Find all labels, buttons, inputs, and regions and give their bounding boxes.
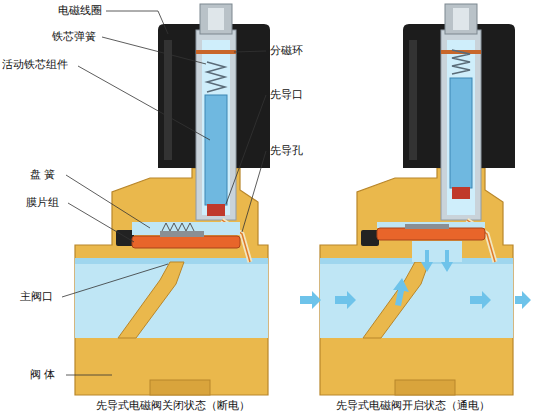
part-label: 膜片组 bbox=[26, 196, 59, 209]
part-label: 盘 簧 bbox=[30, 168, 56, 181]
part-label: 先导口 bbox=[270, 88, 303, 101]
part-label: 阀 体 bbox=[30, 368, 56, 381]
caption: 先导式电磁阀关闭状态（断电） bbox=[96, 399, 250, 412]
part-label: 电磁线圈 bbox=[58, 4, 102, 17]
caption: 先导式电磁阀开启状态（通电） bbox=[336, 399, 490, 412]
part-label: 铁芯弹簧 bbox=[52, 30, 96, 43]
part-label: 主阀口 bbox=[20, 290, 53, 303]
part-label: 先导孔 bbox=[270, 144, 303, 157]
part-label: 活动铁芯组件 bbox=[2, 58, 68, 71]
part-label: 分磁环 bbox=[270, 44, 303, 57]
